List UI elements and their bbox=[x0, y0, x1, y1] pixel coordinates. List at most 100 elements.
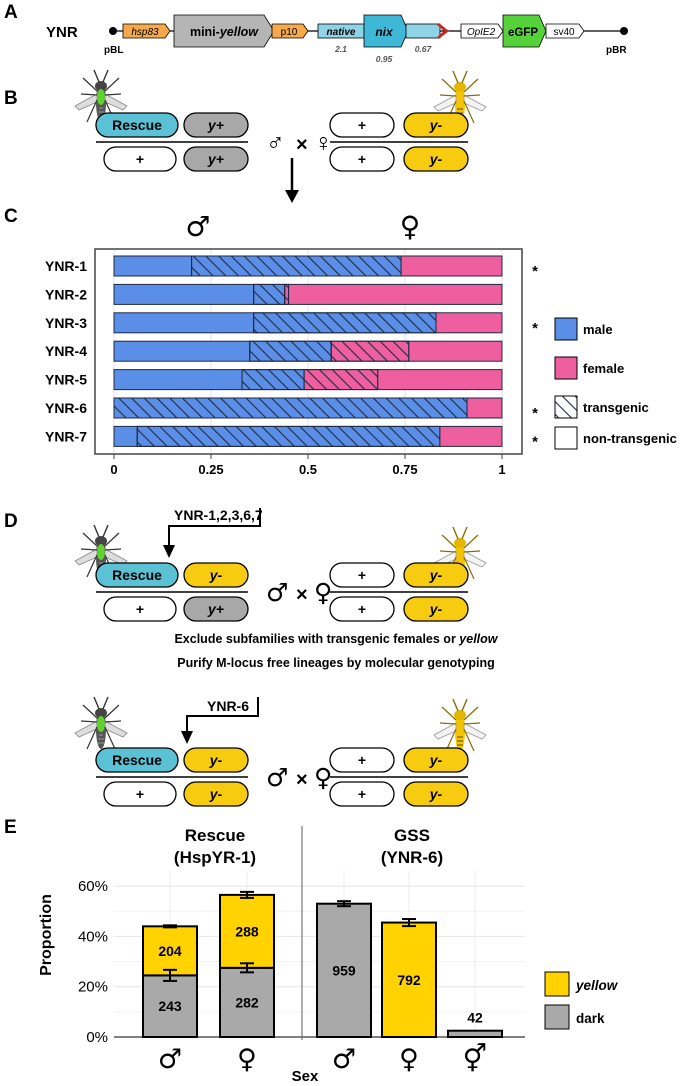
plus-label-right-bottom: + bbox=[358, 151, 366, 167]
chart-e-xtick-symbol: ♀ bbox=[237, 1044, 257, 1075]
plus-label-left: + bbox=[136, 151, 144, 167]
plus-chromosome-d1 bbox=[103, 596, 177, 622]
egfp-label: eGFP bbox=[508, 27, 538, 39]
nix-value: 0.95 bbox=[376, 54, 393, 64]
legend-yellow-swatch bbox=[544, 971, 570, 997]
p10-element bbox=[271, 23, 309, 39]
chart-e-y-ticks: 0%20%40%60% bbox=[78, 878, 108, 1046]
chart-c-bar-hatch bbox=[253, 312, 437, 334]
chart-e-bar-label: 792 bbox=[397, 972, 421, 988]
y-minus-chromosome-d2-rb bbox=[403, 781, 469, 807]
chart-c-bar-hatch bbox=[330, 340, 410, 362]
group-title-rescue-1: Rescue bbox=[185, 826, 245, 845]
y-minus-label-d1-rt: y- bbox=[429, 567, 443, 583]
chart-c-bar-segment bbox=[466, 397, 503, 419]
chart-e: Rescue (HspYR-1) GSS (YNR-6) 20424328828… bbox=[38, 826, 619, 1085]
cross-d2: YNR-6 Rescue y- + y- ♂ × ♀ + y- + y- bbox=[74, 696, 487, 807]
chart-e-bar-dark bbox=[219, 966, 275, 1038]
chart-c-bar-hatch bbox=[136, 425, 441, 447]
y-minus-chromosome-d1-rt bbox=[403, 562, 469, 588]
chart-c-tick-label: 0.75 bbox=[392, 462, 417, 477]
chart-c-bar-segment bbox=[113, 283, 255, 305]
chart-c-bar-segment bbox=[113, 369, 243, 391]
y-minus-label-d1-rb: y- bbox=[429, 601, 443, 617]
chart-c-bar-hatch bbox=[113, 397, 468, 419]
chart-c-bar-hatch bbox=[284, 283, 290, 305]
chart-c-bar-segment bbox=[377, 369, 503, 391]
plus-label-d2: + bbox=[136, 786, 144, 802]
nix-element bbox=[363, 14, 409, 48]
y-minus-chromosome-d2-rt bbox=[403, 747, 469, 773]
arrow-d2-label: YNR-6 bbox=[207, 698, 249, 714]
chart-c-male-header: ♂ bbox=[185, 210, 210, 243]
chart-c-asterisk: * bbox=[532, 405, 538, 422]
chart-c-asterisk: * bbox=[532, 433, 538, 450]
panel-letter-d: D bbox=[4, 511, 18, 532]
chart-e-x-ticks: ♂♀♂♀⚥ bbox=[158, 1043, 487, 1075]
mini-yellow-element bbox=[173, 14, 275, 48]
y-minus-chromosome-d1-top bbox=[183, 562, 249, 588]
chart-c-bar-segment bbox=[400, 255, 503, 277]
chart-c-category-label: YNR-6 bbox=[45, 400, 87, 416]
y-minus-chromosome-right-bottom bbox=[403, 146, 469, 172]
mini-yellow-label: mini-yellow bbox=[190, 25, 259, 39]
y-minus-label-d1-top: y- bbox=[209, 567, 223, 583]
sv40-label: sv40 bbox=[553, 27, 575, 38]
chart-e-bar-label: 204 bbox=[158, 943, 182, 959]
hsp83-element bbox=[122, 23, 171, 39]
chart-e-ytick-label: 40% bbox=[78, 928, 108, 945]
chart-e-ytick-label: 60% bbox=[78, 878, 108, 895]
right-border-label: pBR bbox=[606, 45, 627, 56]
chart-e-bar-label: 288 bbox=[235, 923, 259, 939]
chart-e-legend: yellow dark bbox=[544, 971, 619, 1030]
plus-label-d2-rb: + bbox=[358, 786, 366, 802]
legend-non-transgenic-swatch bbox=[554, 426, 578, 450]
y-minus-label-d2-rt: y- bbox=[429, 752, 443, 768]
hsp83-label: hsp83 bbox=[131, 27, 159, 38]
chart-c-tick-label: 0 bbox=[110, 462, 117, 477]
chart-e-bar-dark bbox=[316, 902, 372, 1038]
legend-dark-swatch bbox=[544, 1004, 570, 1030]
group-title-gss-2: (YNR-6) bbox=[381, 848, 443, 867]
panel-letter-a: A bbox=[4, 2, 18, 23]
chart-c-bar-segment bbox=[113, 255, 193, 277]
male-symbol: ♂ bbox=[266, 129, 285, 157]
chart-c-bar-segment bbox=[408, 340, 503, 362]
chart-c-bar-segment bbox=[439, 425, 503, 447]
female-symbol: ♀ bbox=[314, 129, 333, 157]
plus-chromosome-right-bottom bbox=[329, 146, 395, 172]
chart-e-bar-dark bbox=[447, 1029, 503, 1039]
y-minus-chromosome-d2-bottom bbox=[183, 781, 249, 807]
chart-e-bar-label: 282 bbox=[235, 994, 259, 1010]
nix-utr-element bbox=[405, 23, 441, 39]
y-plus-label-top: y+ bbox=[207, 117, 224, 133]
times-symbol-d2: × bbox=[296, 769, 308, 791]
plus-chromosome-d2-rt bbox=[329, 747, 395, 773]
chart-c-bar-segment bbox=[113, 312, 255, 334]
chart-c-legend: male female transgenic non-transgenic bbox=[554, 317, 677, 450]
chart-c-category-label: YNR-7 bbox=[45, 428, 87, 444]
plus-chromosome-d1-rb bbox=[329, 596, 395, 622]
plus-chromosome-right-top bbox=[329, 112, 395, 138]
y-plus-label-d1: y+ bbox=[207, 601, 224, 617]
chart-c-category-label: YNR-2 bbox=[45, 286, 87, 302]
rescue-label-d1: Rescue bbox=[112, 567, 162, 583]
plus-chromosome-left bbox=[103, 146, 177, 172]
native-value: 2.1 bbox=[334, 44, 347, 54]
y-minus-label-d2-bottom: y- bbox=[209, 786, 223, 802]
y-minus-label-right-top: y- bbox=[429, 117, 443, 133]
y-minus-chromosome-right-top bbox=[403, 112, 469, 138]
rescue-label-d2: Rescue bbox=[112, 752, 162, 768]
chart-e-xtick-symbol: ⚥ bbox=[463, 1043, 487, 1075]
chart-e-ylabel: Proportion bbox=[38, 894, 55, 976]
native-label: native bbox=[327, 27, 356, 38]
chart-e-bar-label: 42 bbox=[467, 1010, 483, 1026]
chart-c-tick-label: 1 bbox=[498, 462, 505, 477]
panel-letter-b: B bbox=[4, 88, 18, 109]
y-minus-chromosome-d1-rb bbox=[403, 596, 469, 622]
down-arrow bbox=[285, 190, 299, 203]
female-symbol-d1: ♀ bbox=[314, 578, 332, 607]
